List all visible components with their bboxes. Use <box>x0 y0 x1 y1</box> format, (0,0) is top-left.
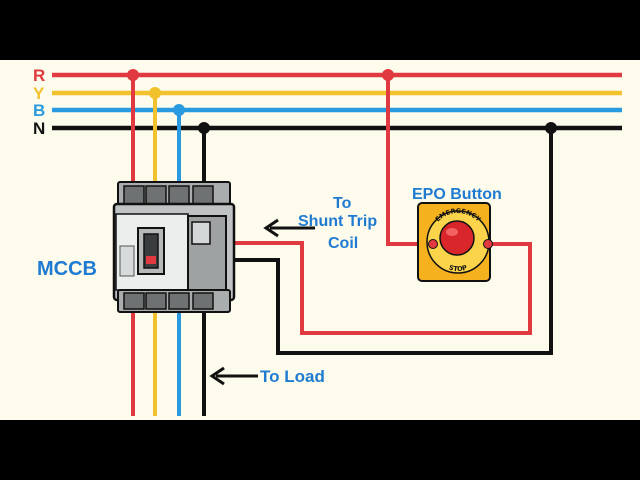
b-phase-label: B <box>33 101 45 120</box>
shunt-trip-label-line3: Coil <box>328 235 358 252</box>
r-phase-label: R <box>33 66 45 85</box>
junction-dots <box>127 69 557 134</box>
mccb-terminal-slot <box>123 185 145 205</box>
b-junction-dot <box>173 104 185 116</box>
r-junction-dot <box>127 69 139 81</box>
mccb-terminal-slot <box>123 292 145 310</box>
epo-terminal-right <box>483 239 493 249</box>
mccb-label-plate <box>119 245 135 277</box>
shunt-trip-label-line2: Shunt Trip <box>298 213 377 230</box>
arrow-left-icon <box>209 366 258 386</box>
epo-to-shunt-wire <box>230 241 532 335</box>
epo-button: EMERGENCY STOP <box>417 202 493 282</box>
y-junction-dot <box>149 87 161 99</box>
bus-bars <box>52 72 622 131</box>
canvas-background <box>0 60 640 420</box>
mccb-label: MCCB <box>37 258 97 280</box>
epo-ring-text-bottom: STOP <box>448 263 468 273</box>
y-phase-label: Y <box>33 84 45 103</box>
mccb-terminal-slot <box>168 292 190 310</box>
mccb-load-wires <box>131 300 206 416</box>
n-junction-dot <box>198 122 210 134</box>
arrow-left-icon <box>263 218 315 238</box>
epo-button-label: EPO Button <box>412 186 502 203</box>
epo-button-highlight <box>446 228 458 236</box>
mccb-terminal-slot <box>145 292 167 310</box>
letterbox-bottom <box>0 420 640 480</box>
shunt-trip-label-line1: To <box>333 195 352 212</box>
mccb-trip-indicator <box>146 256 156 264</box>
mccb-terminal-slot <box>168 185 190 205</box>
mccb-breaker <box>112 181 236 313</box>
mccb-terminal-slot <box>145 185 167 205</box>
mccb-terminal-slot <box>192 292 214 310</box>
to-load-label: To Load <box>260 367 325 386</box>
r-control-junction-dot <box>382 69 394 81</box>
mccb-terminal-slot <box>192 185 214 205</box>
letterbox-top <box>0 0 640 60</box>
n-control-wire <box>230 128 553 355</box>
n-neutral-label: N <box>33 119 45 138</box>
epo-terminal-left <box>428 239 438 249</box>
n-control-junction-dot <box>545 122 557 134</box>
emergency-stop-icon <box>439 220 475 256</box>
mccb-aux-switch <box>191 221 211 245</box>
